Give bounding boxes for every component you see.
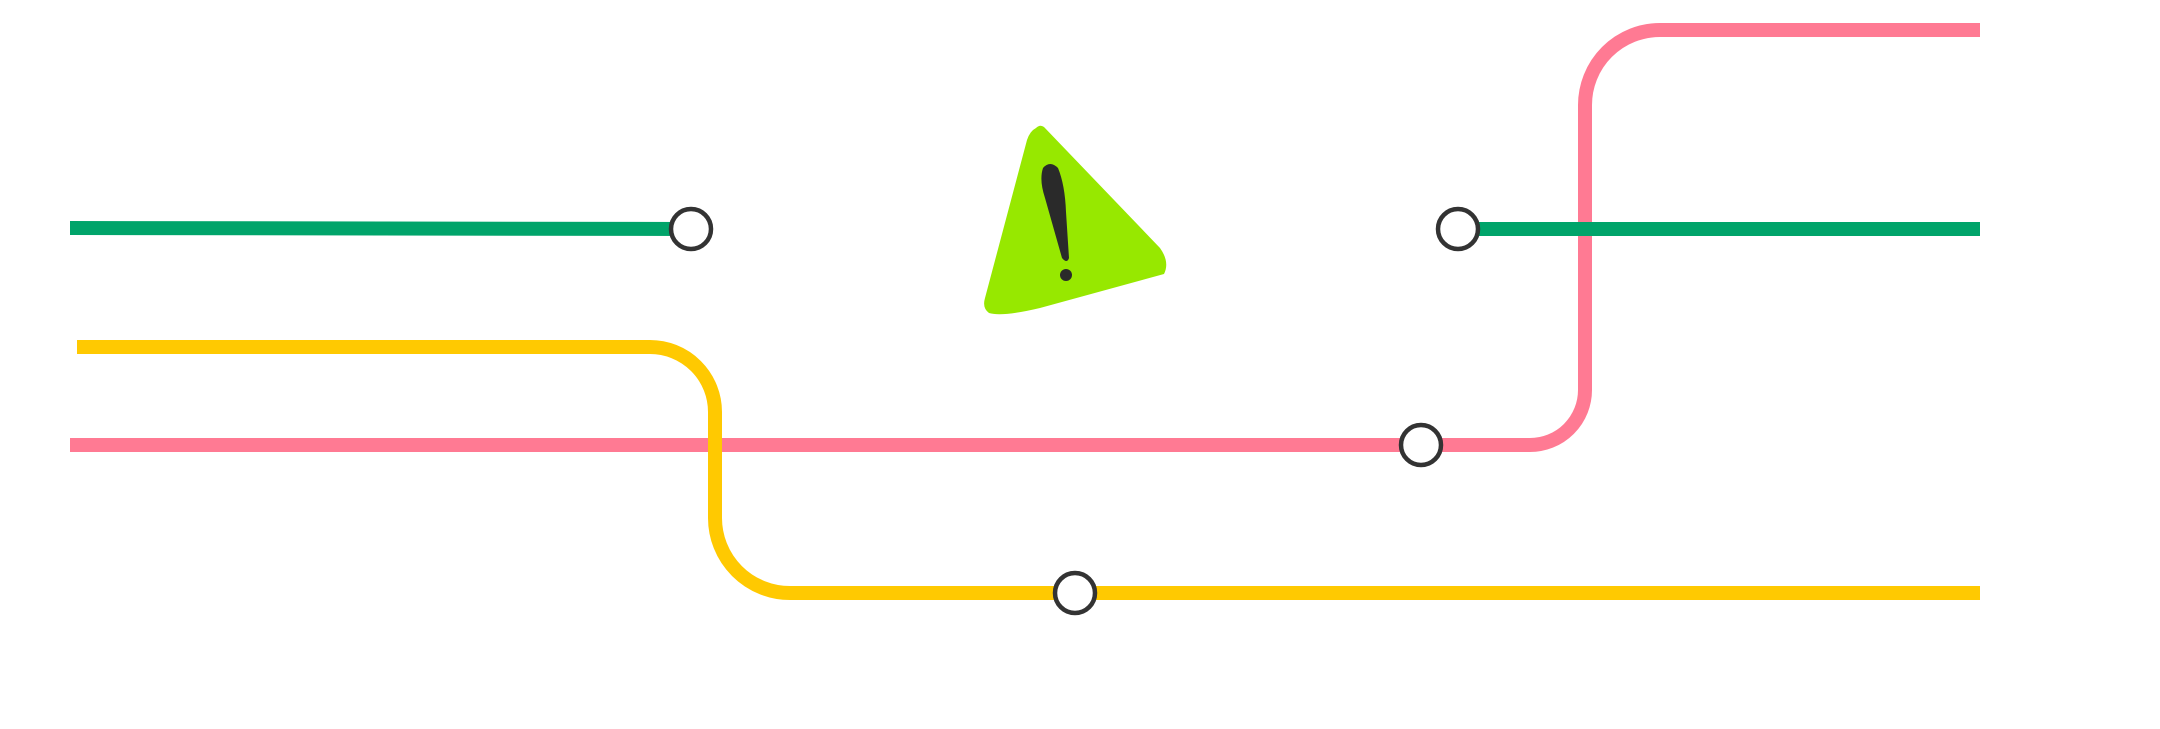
warning-triangle-icon [984,125,1167,315]
station-green-line-end[interactable] [668,206,714,252]
pink-line [70,23,1980,452]
warning-exclamation-dot [1060,269,1072,281]
station-green-line-start[interactable] [1435,206,1481,252]
yellow-line [77,340,1980,600]
green-line-left-segment [69,221,691,236]
station-pink-line[interactable] [1398,422,1444,468]
warning-triangle-shape [984,125,1167,315]
warning-exclamation-bar [1041,164,1069,261]
station-yellow-line[interactable] [1052,570,1098,616]
